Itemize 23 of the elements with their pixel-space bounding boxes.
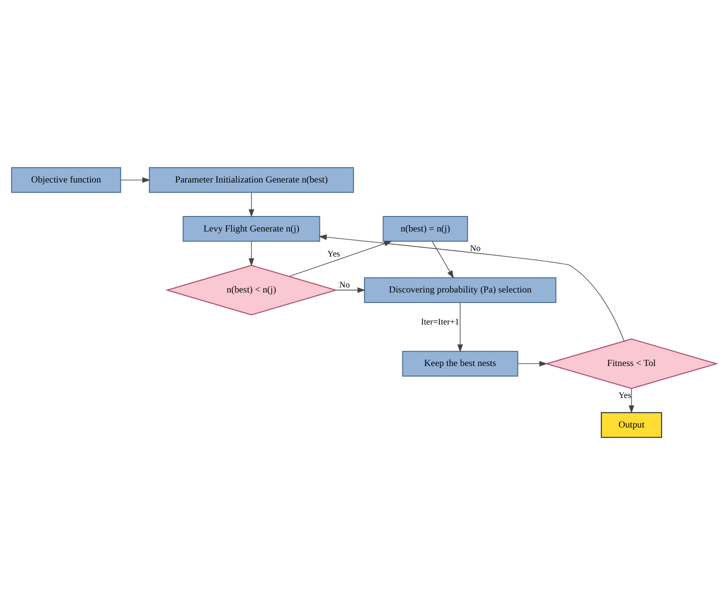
node-box: Discovering probability (Pa) selection [364,277,556,303]
edge-label: No [470,243,481,254]
arrow [120,177,150,183]
arrow [432,241,454,279]
edge-label: No [339,280,350,290]
node-box: Levy Flight Generate n(j) [182,216,320,242]
node-diamond: Fitness < Tol [544,338,718,389]
arrow [336,287,366,293]
node-box: Parameter Initialization Generate n(best) [148,167,354,193]
edge-label: Yes [618,390,632,400]
arrow [457,302,463,352]
node-diamond: n(best) < n(j) [165,264,338,316]
edge-label: Yes [327,248,340,258]
node-box: Objective function [11,167,122,193]
node-box: Output [600,412,662,438]
arrow [248,192,254,218]
node-box: n(best) = n(j) [382,216,468,242]
node-box: Keep the best nests [402,350,518,377]
arrow [248,241,254,266]
edge-label: Iter=Iter+1 [420,316,460,326]
arrow [517,360,548,367]
arrow [318,234,624,342]
arrow [628,388,634,414]
